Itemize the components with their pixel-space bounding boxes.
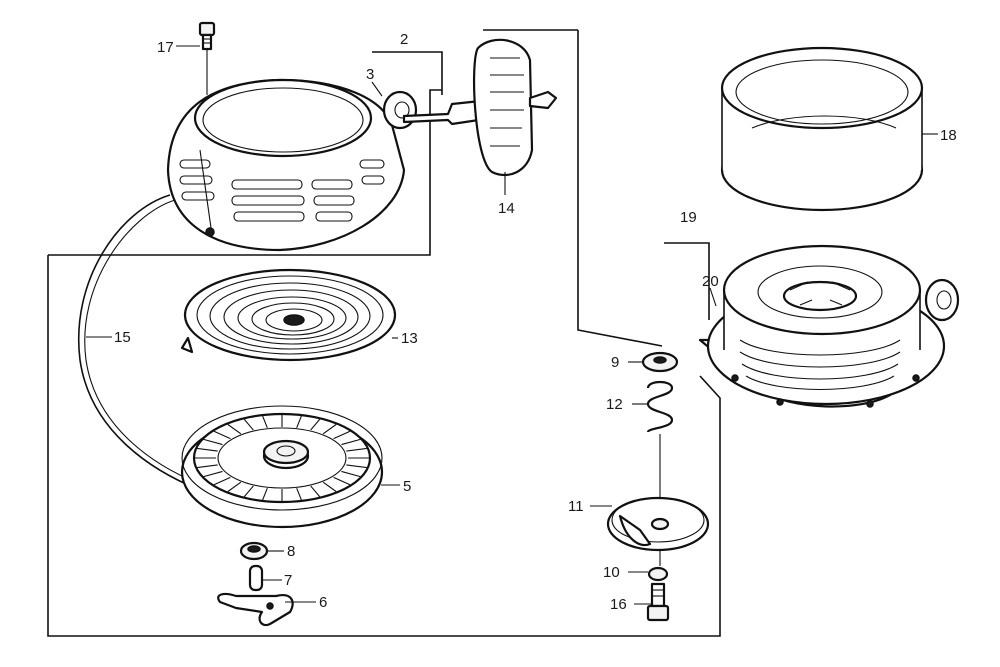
callout-17: 17 bbox=[157, 39, 174, 56]
reel-spoke bbox=[341, 438, 361, 446]
callout-7: 7 bbox=[284, 572, 292, 589]
callout-9: 9 bbox=[611, 354, 619, 371]
reel-spoke bbox=[213, 430, 231, 440]
reel-spoke bbox=[310, 418, 321, 431]
callout-15: 15 bbox=[114, 329, 131, 346]
ratchet-pawl-6 bbox=[217, 592, 294, 627]
callout-11: 11 bbox=[568, 498, 584, 515]
callout-5: 5 bbox=[403, 478, 411, 495]
reel-spoke bbox=[243, 418, 254, 431]
recoil-starter-case bbox=[166, 78, 418, 252]
reel-spoke bbox=[262, 488, 268, 501]
reel-spoke bbox=[262, 415, 268, 428]
callout-13: 13 bbox=[401, 330, 418, 347]
reel-spoke bbox=[296, 415, 302, 428]
starter-assembly-19-20 bbox=[698, 244, 960, 408]
starter-grip-14 bbox=[402, 38, 558, 177]
callout-6: 6 bbox=[319, 594, 327, 611]
reel-spoke bbox=[333, 476, 351, 486]
callout-20: 20 bbox=[702, 273, 719, 290]
callout-labels: 17 2 3 14 15 13 5 8 7 6 18 19 20 9 12 11… bbox=[114, 31, 957, 613]
cup-18 bbox=[720, 46, 924, 212]
assembly-frame-lines bbox=[47, 29, 721, 637]
callout-8: 8 bbox=[287, 543, 295, 560]
callout-12: 12 bbox=[606, 396, 623, 413]
washer-9 bbox=[641, 351, 679, 373]
bolt-16 bbox=[646, 582, 670, 622]
callout-2: 2 bbox=[400, 31, 408, 48]
reel-spoke bbox=[333, 430, 351, 440]
spiral-spring-13 bbox=[180, 268, 397, 362]
callout-18: 18 bbox=[940, 127, 957, 144]
friction-plate-11 bbox=[606, 496, 710, 566]
reel-spoke bbox=[346, 464, 367, 469]
reel-spoke bbox=[203, 438, 223, 446]
reel-spoke bbox=[296, 488, 302, 501]
nut-10 bbox=[647, 566, 669, 582]
callout-10: 10 bbox=[603, 564, 620, 581]
reel-spoke bbox=[213, 476, 231, 486]
pin-7 bbox=[248, 564, 264, 592]
spring-12 bbox=[646, 380, 674, 498]
leader-lines bbox=[86, 45, 938, 605]
bolt-17 bbox=[198, 21, 216, 95]
callout-16: 16 bbox=[610, 596, 627, 613]
starter-rope-15 bbox=[77, 194, 201, 491]
callout-3: 3 bbox=[366, 66, 374, 83]
reel-spoke bbox=[203, 470, 223, 478]
starter-reel-5 bbox=[180, 405, 384, 529]
reel-spoke bbox=[243, 485, 254, 498]
reel-spoke bbox=[227, 423, 242, 435]
reel-spoke bbox=[346, 447, 367, 452]
reel-spoke bbox=[322, 423, 337, 435]
callout-14: 14 bbox=[498, 200, 515, 217]
collar-8 bbox=[239, 541, 269, 561]
reel-spoke bbox=[197, 464, 218, 469]
callout-19: 19 bbox=[680, 209, 697, 226]
reel-spoke bbox=[310, 485, 321, 498]
reel-spoke bbox=[227, 481, 242, 493]
reel-spoke bbox=[322, 481, 337, 493]
reel-spoke bbox=[197, 447, 218, 452]
reel-spoke bbox=[341, 470, 361, 478]
